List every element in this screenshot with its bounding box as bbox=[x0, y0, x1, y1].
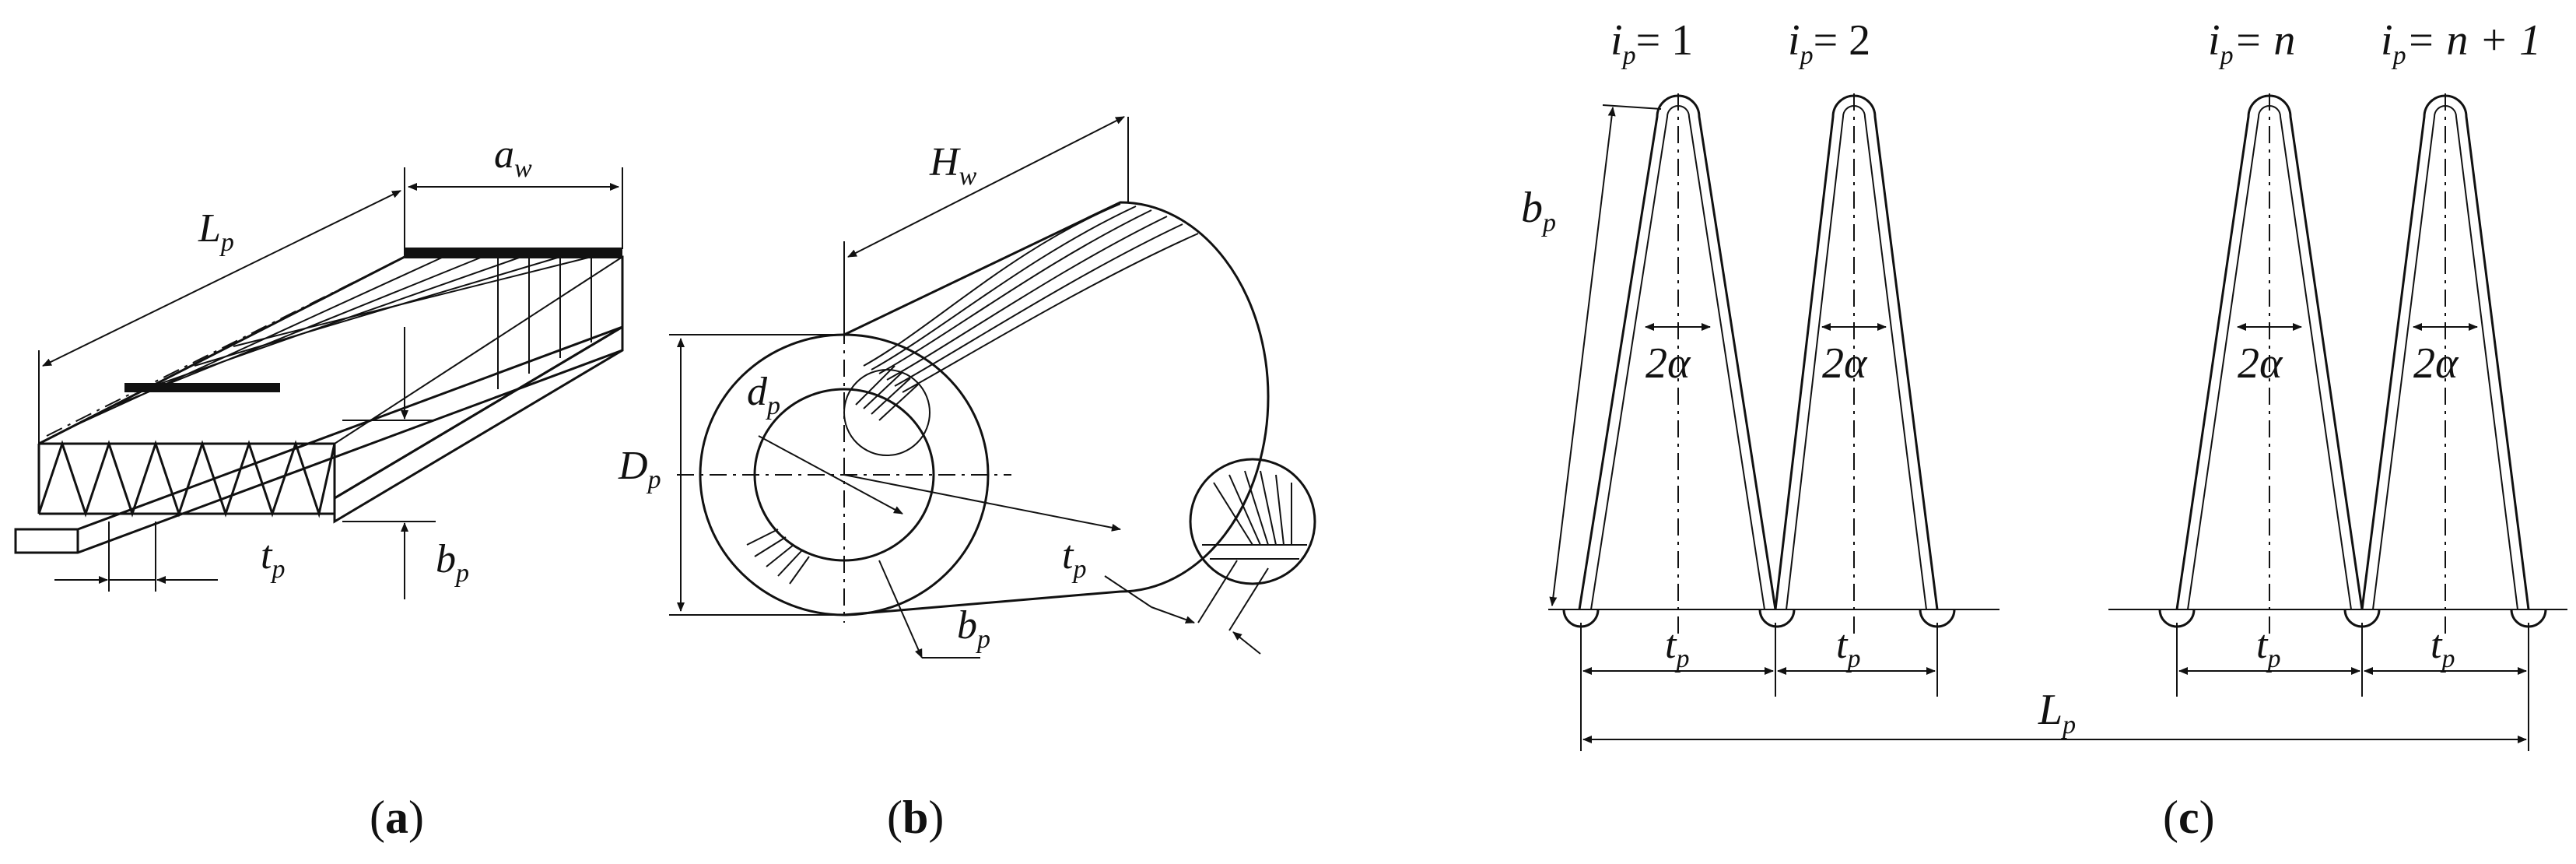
label-2alpha-1: 2α bbox=[1645, 339, 1691, 388]
bottom-hatch bbox=[746, 529, 810, 585]
panel-b-labels: Hw Dp dp tp bp bbox=[618, 140, 1086, 654]
label-ip-n-plus-1: ip= n + 1 bbox=[2381, 16, 2541, 70]
panel-a-drawing bbox=[14, 167, 624, 599]
label-Lp-c: Lp bbox=[2038, 686, 2076, 739]
caption-a: (a) bbox=[370, 792, 424, 843]
label-ip-2: ip= 2 bbox=[1788, 16, 1870, 70]
panel-a-labels: Lp aw tp bp bbox=[198, 132, 532, 588]
label-tp-c2: tp bbox=[1836, 623, 1860, 673]
panel-b-drawing bbox=[669, 116, 1316, 659]
label-Dp: Dp bbox=[618, 444, 661, 494]
label-Hw: Hw bbox=[929, 140, 977, 191]
label-ip-1: ip= 1 bbox=[1610, 16, 1693, 70]
pleat-front-face bbox=[37, 440, 336, 518]
label-bp-c: bp bbox=[1521, 184, 1556, 237]
label-tp-a: tp bbox=[261, 533, 285, 584]
label-2alpha-2: 2α bbox=[1822, 339, 1868, 388]
label-tp-c3: tp bbox=[2256, 623, 2280, 673]
label-tp-c1: tp bbox=[1665, 623, 1689, 673]
label-tp-c4: tp bbox=[2431, 623, 2455, 673]
label-2alpha-n: 2α bbox=[2238, 339, 2283, 388]
caption-c: (c) bbox=[2163, 792, 2215, 843]
panel-c-drawing bbox=[1548, 93, 2567, 751]
label-2alpha-n-plus-1: 2α bbox=[2413, 339, 2459, 388]
label-tp-b: tp bbox=[1062, 533, 1086, 584]
caption-b: (b) bbox=[887, 792, 944, 843]
panel-c-labels: ip= 1 ip= 2 ip= n ip= n + 1 2α 2α 2α 2α … bbox=[1521, 16, 2541, 739]
label-aw: aw bbox=[494, 132, 532, 183]
label-bp-a: bp bbox=[436, 537, 469, 588]
label-bp-b: bp bbox=[957, 603, 990, 654]
label-ip-n: ip= n bbox=[2208, 16, 2295, 70]
label-dp: dp bbox=[747, 370, 780, 420]
zoom-detail-hatch bbox=[1202, 470, 1307, 560]
label-Lp-a: Lp bbox=[198, 206, 234, 257]
filter-fold-lines bbox=[855, 203, 1199, 421]
